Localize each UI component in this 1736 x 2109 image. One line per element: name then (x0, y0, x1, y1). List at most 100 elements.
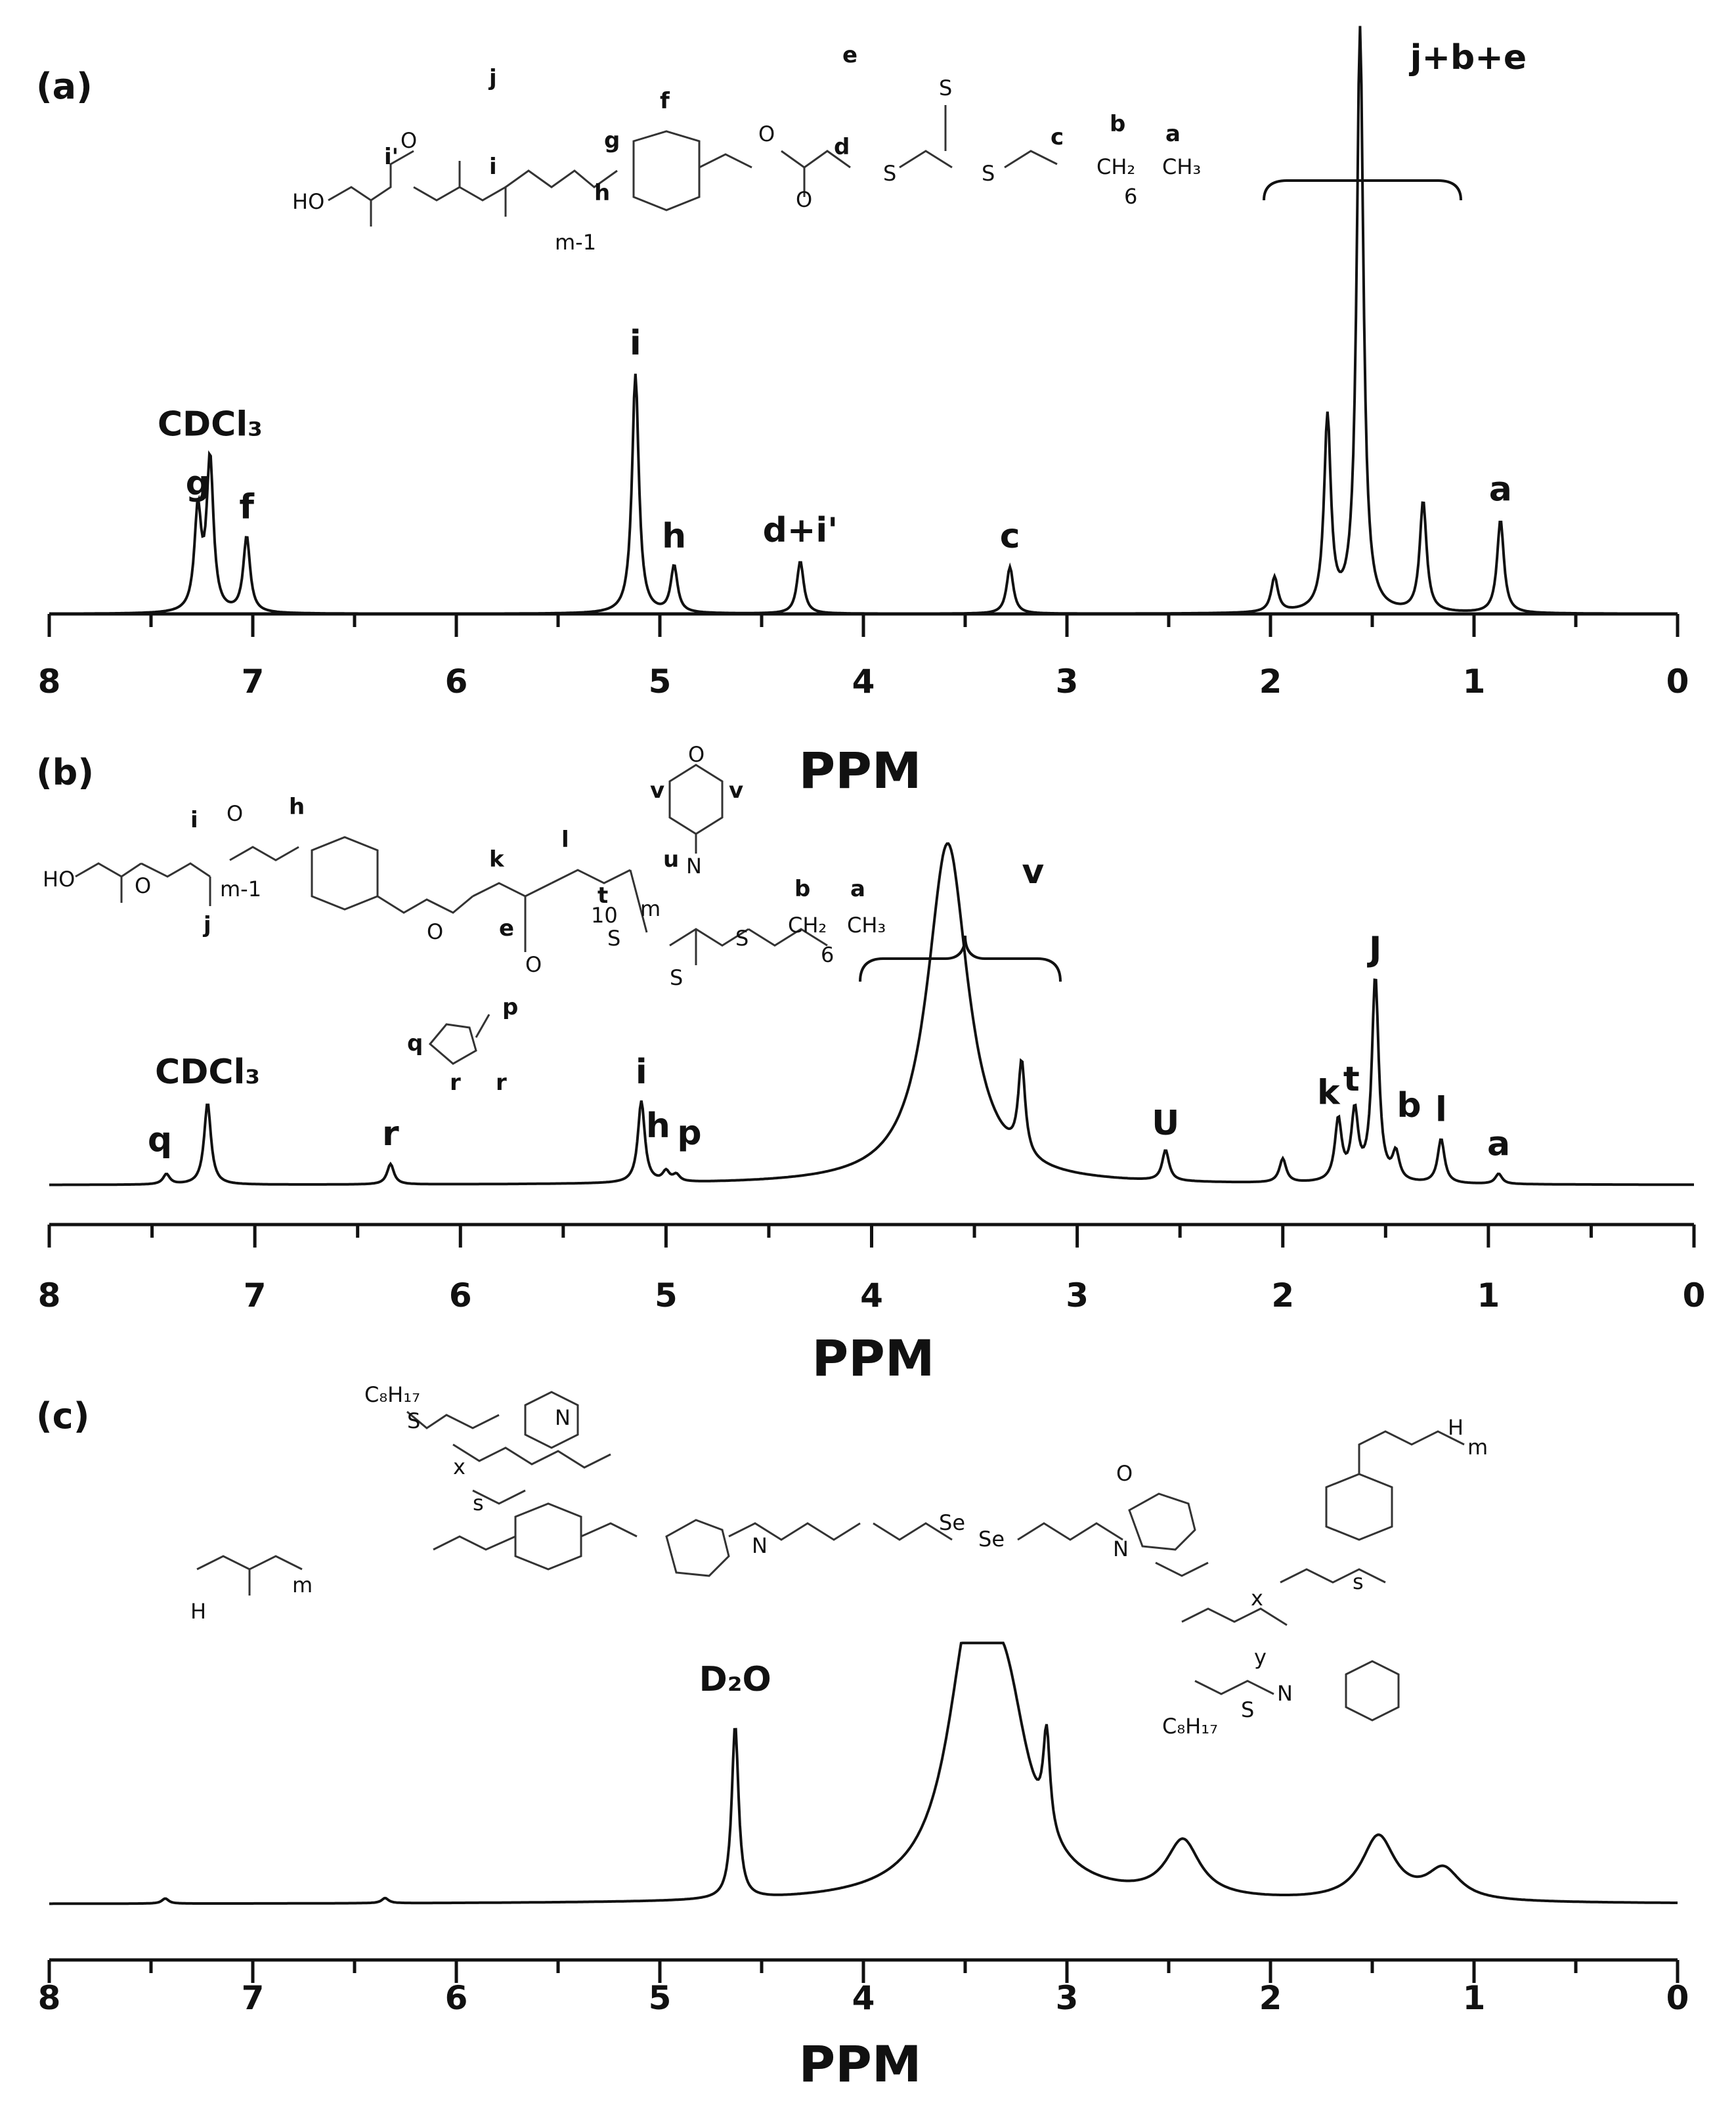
panel-b-tick-label: 2 (1271, 1276, 1294, 1315)
struct-b-label-p: p (502, 994, 518, 1020)
panel-c-peak-labels: D₂O (699, 1660, 771, 1699)
struct-b-ch2: CH₂ (788, 913, 827, 938)
struct-c-h-right: H (1448, 1415, 1464, 1440)
struct-b-label-b: b (794, 876, 810, 902)
struct-a-o3: O (796, 187, 812, 212)
struct-b-label-r1: r (450, 1070, 461, 1096)
panel-c-tick-label: 6 (445, 1979, 468, 2017)
struct-c-se1: Se (939, 1510, 965, 1535)
struct-b-label-k: k (489, 846, 505, 873)
struct-b-10: 10 (591, 903, 618, 928)
panel-b-peak-label: J (1367, 930, 1381, 969)
panel-a-tick-label: 1 (1463, 663, 1486, 701)
panel-b-tick-label: 7 (244, 1276, 267, 1315)
panel-b-spectrum (49, 842, 1694, 1186)
struct-a-s1: S (883, 161, 896, 186)
struct-b-o1: O (135, 873, 151, 898)
struct-c-y: y (1254, 1645, 1267, 1670)
panel-b-x-title: PPM (812, 1329, 934, 1387)
struct-a-label-i: i (489, 154, 497, 180)
struct-b-label-v1: v (650, 777, 664, 804)
panel-a-peak-label: d+i' (763, 511, 838, 550)
panel-c: (c) C₈H₁₇ C₈H₁₇ N (36, 1382, 1689, 2093)
panel-c-tick-label: 8 (38, 1979, 61, 2017)
struct-b-label-v2: v (729, 777, 743, 804)
struct-c-n2: N (1113, 1536, 1129, 1561)
struct-c-sulfur-right: S (1241, 1697, 1254, 1722)
struct-c-sulfur-left: S (407, 1408, 420, 1433)
struct-a-o2: O (758, 121, 775, 146)
struct-c-s-right: s (1353, 1569, 1364, 1594)
panel-b-peak-label: h (646, 1106, 670, 1146)
panel-a-tick-label: 5 (649, 663, 672, 701)
panel-c-x-title: PPM (798, 2035, 921, 2093)
struct-b-s3: S (670, 965, 683, 990)
panel-a-spectrum (49, 26, 1678, 615)
panel-b-tick-label: 8 (38, 1276, 61, 1315)
panel-b-peak-label: t (1343, 1060, 1360, 1099)
struct-a-label-h: h (594, 180, 610, 206)
struct-c-m-right: m (1467, 1435, 1488, 1460)
panel-b-tick-label: 3 (1066, 1276, 1089, 1315)
struct-a-s2: S (939, 76, 952, 100)
struct-a-label-g: g (604, 127, 620, 154)
struct-a-label-c: c (1051, 124, 1064, 150)
struct-c-n4: N (555, 1405, 571, 1430)
struct-a-label-b: b (1110, 111, 1125, 137)
panel-b-tick-label: 1 (1477, 1276, 1500, 1315)
struct-b-o4: O (525, 952, 542, 977)
panel-c-tick-label: 2 (1259, 1979, 1282, 2017)
panel-a-tick-label: 2 (1259, 663, 1282, 701)
struct-b-s2: S (735, 926, 749, 951)
panel-c-spectrum (49, 1642, 1678, 1905)
panel-a-peak-label: f (239, 487, 255, 527)
struct-c-se2: Se (978, 1527, 1005, 1552)
panel-b-peak-label: p (677, 1114, 701, 1153)
panel-c-tick-label: 1 (1463, 1979, 1486, 2017)
panel-a-tick-label: 4 (852, 663, 875, 701)
struct-c-m-left: m (292, 1573, 313, 1598)
struct-a-ch3: CH₃ (1162, 154, 1201, 179)
panel-a-tick-label: 8 (38, 663, 61, 701)
panel-b-peak-label: i (636, 1053, 647, 1092)
panel-b-peak-label: q (148, 1120, 172, 1160)
panel-b-peak-label: b (1397, 1086, 1421, 1125)
panel-b-structure: HO O O O O O N S S (43, 742, 886, 1096)
struct-c-s-left: s (473, 1490, 484, 1515)
struct-a-label-d: d (834, 134, 850, 160)
struct-a-ho: HO (292, 189, 324, 214)
panel-b-tick-label: 0 (1683, 1276, 1706, 1315)
struct-a-6: 6 (1124, 184, 1137, 209)
struct-c-x-right: x (1251, 1586, 1263, 1611)
struct-b-label-e: e (499, 915, 514, 942)
struct-b-m: m (640, 896, 661, 921)
panel-c-tick-label: 7 (242, 1979, 265, 2017)
panel-b-peak-label: k (1317, 1073, 1341, 1112)
struct-a-o1: O (401, 128, 417, 153)
panel-a-tick-label: 6 (445, 663, 468, 701)
panel-b-tick-label: 5 (655, 1276, 678, 1315)
struct-b-m1: m-1 (220, 877, 261, 902)
panel-a-peak-label: g (186, 464, 210, 504)
struct-b-ho: HO (43, 867, 75, 892)
struct-b-label-i: i (190, 807, 198, 833)
struct-a-s3: S (982, 161, 995, 186)
struct-b-label-j: j (202, 912, 211, 938)
panel-a-peak-label: c (1000, 517, 1020, 556)
struct-a-label-f: f (660, 88, 670, 114)
panel-b-tick-label: 6 (449, 1276, 472, 1315)
struct-a-label-i-prime: i' (384, 144, 399, 170)
panel-c-tick-label: 3 (1056, 1979, 1079, 2017)
panel-c-peak-label: D₂O (699, 1660, 771, 1699)
struct-a-label-e: e (842, 42, 857, 68)
struct-b-6: 6 (821, 942, 834, 967)
struct-c-c8h17-left: C₈H₁₇ (364, 1382, 420, 1407)
panel-a: (a) HO O O O S S S CH₂ CH₃ m-1 6 (36, 26, 1689, 800)
struct-a-ch2: CH₂ (1096, 154, 1135, 179)
panel-b: (b) HO O O O O O N (36, 742, 1705, 1387)
